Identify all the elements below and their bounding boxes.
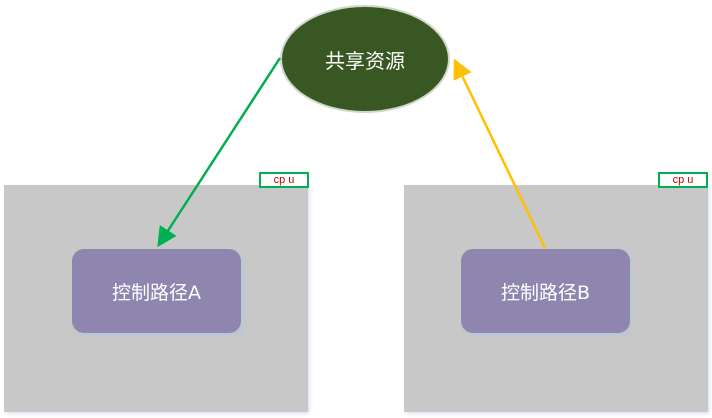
- cpu-b-label: cp u: [658, 172, 708, 188]
- arrow-resource-to-path-a: [157, 57, 282, 248]
- arrow-path-b-to-resource: [453, 58, 547, 249]
- cpu-a-label: cp u: [259, 172, 309, 188]
- shared-resource[interactable]: 共享资源: [280, 5, 450, 113]
- control-path-b[interactable]: 控制路径B: [461, 249, 630, 333]
- control-path-a[interactable]: 控制路径A: [72, 249, 241, 333]
